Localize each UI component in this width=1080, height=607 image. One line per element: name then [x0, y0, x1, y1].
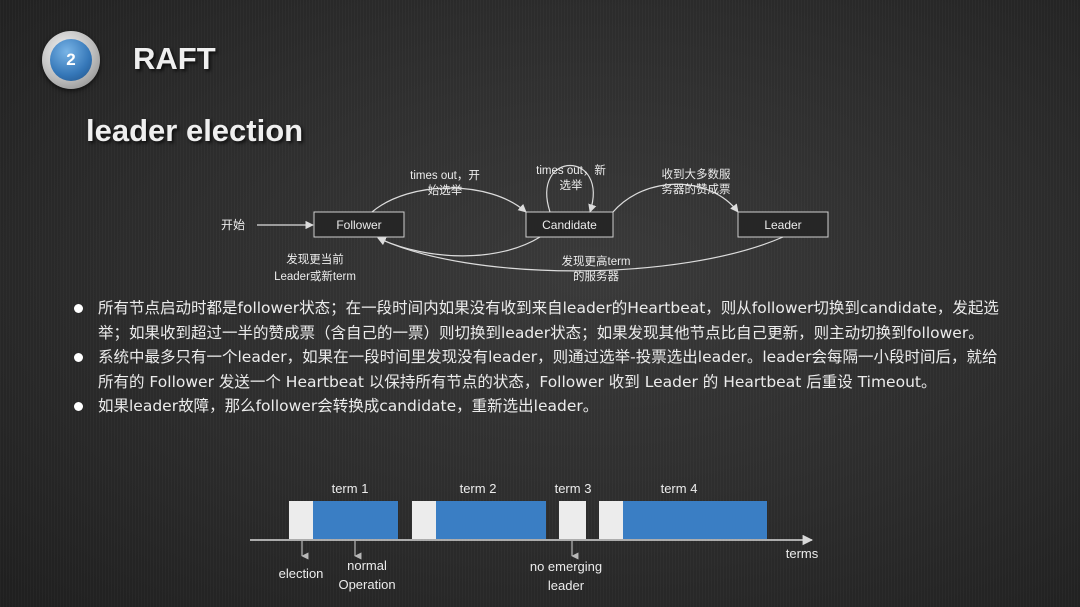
election-annotation: election	[279, 566, 324, 581]
state-diagram: 开始 Follower Candidate Leader times out，开…	[221, 163, 829, 283]
timeout-new-election-arrow	[546, 165, 597, 213]
majority-votes-arrow	[612, 183, 739, 213]
normal-annotation-2: Operation	[338, 577, 395, 592]
higher-term-label-1: 发现更高term	[562, 254, 631, 268]
majority-label-1: 收到大多数服	[662, 167, 731, 181]
term3-election-segment	[559, 501, 586, 539]
bullet-item: 系统中最多只有一个leader，如果在一段时间里发现没有leader，则通过选举…	[74, 345, 1009, 394]
bullet-dot-icon	[74, 304, 83, 313]
term-3-label: term 3	[555, 481, 592, 496]
leader-state-label: Leader	[764, 218, 801, 232]
higher-term-arrow	[377, 236, 784, 272]
no-leader-annotation-2: leader	[548, 578, 585, 593]
term-1-label: term 1	[332, 481, 369, 496]
current-leader-label-1: 发现更当前	[286, 252, 344, 266]
term1-operation-segment	[313, 501, 398, 539]
section-number: 2	[50, 39, 92, 81]
term4-election-segment	[599, 501, 623, 539]
timeout-start-arrow	[371, 187, 527, 213]
term-2-label: term 2	[460, 481, 497, 496]
term4-operation-segment	[623, 501, 767, 539]
page-title: RAFT	[133, 41, 216, 76]
bullet-text: 所有节点启动时都是follower状态；在一段时间内如果没有收到来自leader…	[98, 299, 999, 342]
follower-state-label: Follower	[336, 218, 381, 232]
follower-state-box	[313, 211, 405, 238]
bullet-dot-icon	[74, 402, 83, 412]
term1-election-segment	[289, 501, 313, 539]
no-leader-annotation-1: no emerging	[530, 559, 602, 574]
bullet-list: 所有节点启动时都是follower状态；在一段时间内如果没有收到来自leader…	[74, 296, 1009, 419]
section-number-badge: 2	[42, 31, 100, 89]
candidate-state-label: Candidate	[542, 218, 597, 232]
term2-election-segment	[412, 501, 436, 539]
bullet-item: 如果leader故障，那么follower会转换成candidate，重新选出l…	[74, 394, 1009, 419]
timeout-start-label-2: 始选举	[428, 183, 463, 197]
bullet-item: 所有节点启动时都是follower状态；在一段时间内如果没有收到来自leader…	[74, 296, 1009, 345]
section-subtitle: leader election	[86, 113, 304, 148]
term2-operation-segment	[436, 501, 546, 539]
timeout-new-label-1: times out，新	[536, 163, 606, 177]
start-label: 开始	[221, 218, 245, 232]
term-4-label: term 4	[661, 481, 698, 496]
bullet-text: 系统中最多只有一个leader，如果在一段时间里发现没有leader，则通过选举…	[98, 348, 998, 391]
higher-term-label-2: 的服务器	[573, 269, 619, 283]
majority-label-2: 务器的赞成票	[662, 182, 731, 196]
bullet-dot-icon	[74, 353, 83, 363]
normal-annotation-1: normal	[347, 558, 387, 573]
timeout-new-label-2: 选举	[560, 178, 583, 192]
candidate-state-box	[525, 211, 614, 238]
current-leader-label-2: Leader或新term	[274, 269, 356, 283]
timeout-start-label-1: times out，开	[410, 170, 480, 182]
current-leader-arrow	[377, 236, 541, 257]
bullet-text: 如果leader故障，那么follower会转换成candidate，重新选出l…	[98, 397, 599, 416]
axis-label: terms	[786, 546, 819, 561]
